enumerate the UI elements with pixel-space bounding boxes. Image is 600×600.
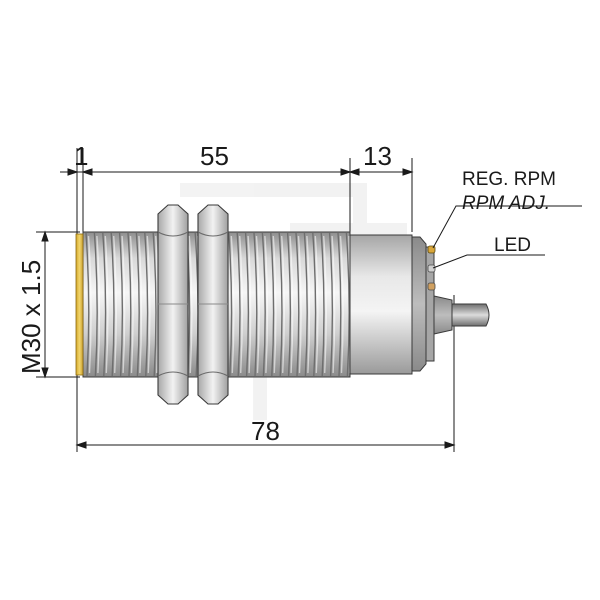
hex-nut-2 xyxy=(197,204,229,405)
thread-line xyxy=(152,232,157,377)
thread-highlight xyxy=(230,235,235,374)
thread-line xyxy=(228,232,233,377)
dim-threaded-length: 55 xyxy=(200,141,229,171)
led-indicator-1 xyxy=(427,264,436,273)
thread-highlight xyxy=(264,235,269,374)
thread-highlight xyxy=(87,235,92,374)
thread-highlight xyxy=(146,235,151,374)
dim-thread-size: M30 x 1.5 xyxy=(16,260,46,374)
thread-line xyxy=(135,232,140,377)
thread-highlight xyxy=(339,235,344,374)
led-indicator-2 xyxy=(427,282,436,291)
thread-pattern xyxy=(85,232,353,377)
thread-line xyxy=(93,232,98,377)
sensing-face xyxy=(75,233,84,376)
dim-head-length: 13 xyxy=(363,141,392,171)
thread-line xyxy=(85,232,90,377)
thread-highlight xyxy=(121,235,126,374)
thread-highlight xyxy=(96,235,101,374)
thread-highlight xyxy=(272,235,277,374)
thread-line xyxy=(236,232,241,377)
thread-highlight xyxy=(247,235,252,374)
thread-line xyxy=(345,232,350,377)
thread-line xyxy=(110,232,115,377)
thread-highlight xyxy=(104,235,109,374)
thread-line xyxy=(244,232,250,377)
thread-line xyxy=(328,232,334,377)
thread-highlight xyxy=(129,235,134,374)
thread-line xyxy=(144,232,149,377)
thread-highlight xyxy=(323,235,327,374)
thread-line xyxy=(286,232,292,377)
thread-highlight xyxy=(138,235,143,374)
label-rpm-adj: RPM ADJ. xyxy=(462,193,550,214)
dim-front-gap: 1 xyxy=(74,141,88,171)
thread-highlight xyxy=(113,235,117,374)
thread-highlight xyxy=(188,235,193,374)
leader-lines xyxy=(432,205,582,269)
thread-highlight xyxy=(239,235,243,374)
thread-line xyxy=(102,232,107,377)
rear-cap-rim xyxy=(425,246,435,362)
smooth-head xyxy=(349,234,413,375)
thread-highlight xyxy=(306,235,311,374)
thread-line xyxy=(270,232,275,377)
rear-cap xyxy=(411,236,427,372)
thread-highlight xyxy=(281,235,285,374)
sensor-body xyxy=(75,204,490,405)
thread-line xyxy=(295,232,300,377)
thread-line xyxy=(127,232,132,377)
thread-line xyxy=(337,232,342,377)
thread-line xyxy=(261,232,266,377)
thread-highlight xyxy=(289,235,294,374)
thread-highlight xyxy=(297,235,302,374)
thread-line xyxy=(118,232,124,377)
label-led: LED xyxy=(494,235,531,256)
thread-highlight xyxy=(314,235,319,374)
thread-highlight xyxy=(331,235,336,374)
cable xyxy=(451,303,490,327)
hex-nut-1 xyxy=(157,204,189,405)
thread-line xyxy=(320,232,325,377)
thread-line xyxy=(312,232,317,377)
dimension-lines xyxy=(41,168,456,449)
dim-total-length: 78 xyxy=(251,416,280,446)
label-reg-rpm: REG. RPM xyxy=(462,169,556,190)
thread-line xyxy=(278,232,283,377)
cable-gland xyxy=(433,295,453,335)
thread-line xyxy=(303,232,308,377)
thread-line xyxy=(253,232,258,377)
thread-highlight xyxy=(255,235,260,374)
